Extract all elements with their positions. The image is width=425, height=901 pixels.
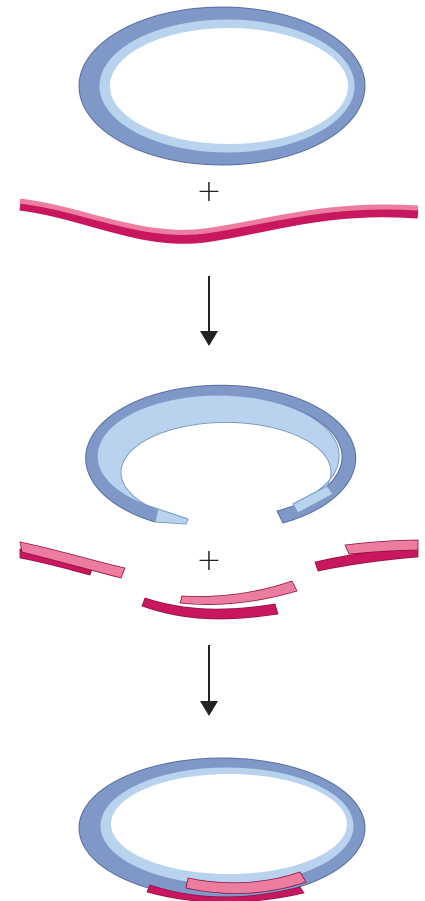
plus-sign-1: +: [196, 174, 221, 209]
intact-plasmid: [79, 7, 365, 165]
dna-fragment-left: [20, 542, 125, 578]
dna-fragment-middle-insert: [142, 581, 297, 619]
dna-fragment-right: [315, 540, 418, 571]
arrow-down-2: [200, 645, 218, 716]
plasmid-center: [110, 28, 348, 144]
cut-plasmid-inner-tail-left: [155, 509, 188, 524]
recombinant-center: [111, 774, 347, 874]
plus-sign-2: +: [196, 543, 221, 578]
cut-plasmid: [86, 385, 356, 524]
arrow-down-1: [200, 276, 218, 346]
recombinant-plasmid: [79, 758, 365, 901]
